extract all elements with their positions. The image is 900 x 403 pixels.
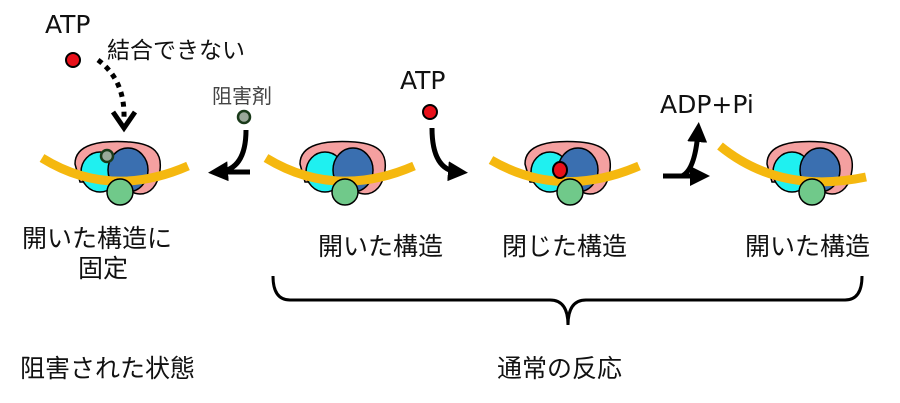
inhibitor-dot	[236, 109, 252, 125]
protein-inhibited	[39, 140, 190, 206]
normal-reaction-label: 通常の反応	[497, 354, 623, 383]
state1-label-line2: 固定	[78, 254, 129, 283]
protein-open-1	[263, 140, 416, 206]
protein-closed	[488, 140, 641, 206]
dotted-arrow	[96, 57, 127, 119]
bound-atp	[552, 161, 568, 179]
atp-label-mid: ATP	[400, 66, 446, 95]
atp-binding-arrow	[429, 127, 468, 182]
atp-dot-mid	[422, 104, 438, 120]
cannot-bind-label: 結合できない	[107, 38, 245, 64]
protein-open-2	[717, 140, 867, 206]
inhibitor-label: 阻害剤	[212, 84, 272, 108]
state4-label: 開いた構造	[745, 232, 871, 261]
atp-dot-top	[65, 52, 81, 68]
release-arrow	[680, 122, 708, 179]
inhibited-state-label: 阻害された状態	[20, 354, 196, 383]
bound-inhibitor	[99, 148, 115, 164]
state1-label-line1: 開いた構造に	[22, 224, 173, 253]
state2-label: 開いた構造	[318, 232, 444, 261]
atp-label-top: ATP	[45, 10, 91, 39]
adp-pi-label: ADP+Pi	[660, 90, 754, 119]
inhibitor-arrow	[208, 129, 249, 182]
normal-reaction-brace	[271, 275, 864, 326]
state3-label: 閉じた構造	[502, 232, 628, 261]
dotted-arrow-head	[110, 110, 138, 133]
